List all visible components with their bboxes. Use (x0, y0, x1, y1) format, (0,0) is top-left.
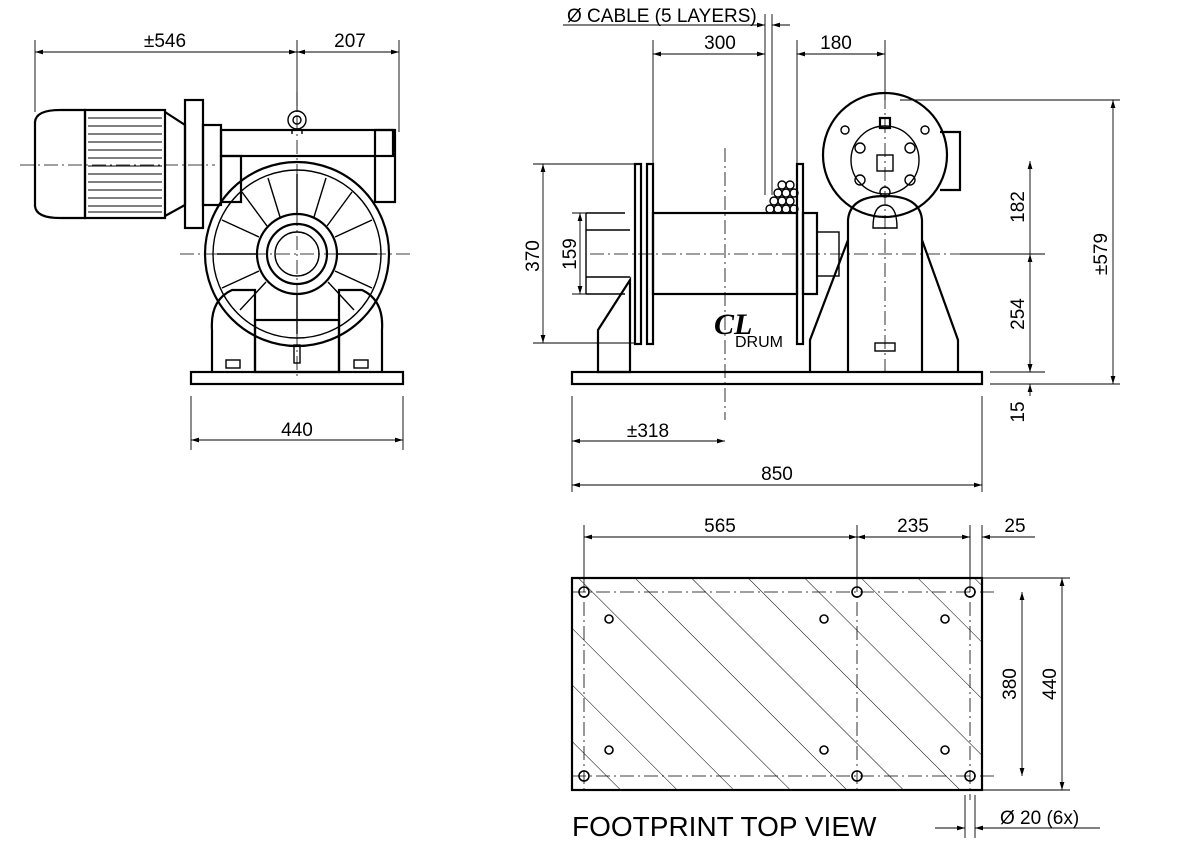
dim-height-flange: 370 (523, 240, 544, 272)
dim-base: 440 (281, 420, 313, 441)
dim-width-gear: 207 (334, 31, 366, 52)
footprint-plate (570, 576, 984, 792)
dim-total-height: ±579 (1091, 233, 1112, 275)
cable-label: Ø CABLE (5 LAYERS) (567, 6, 757, 27)
dim-c: 25 (1004, 516, 1025, 537)
dim-center: ±318 (627, 421, 669, 442)
centerline-symbol: CL (714, 308, 752, 341)
dim-outer: 440 (1040, 668, 1061, 700)
dim-width-motor: ±546 (144, 31, 186, 52)
front-view: Ø CABLE (5 LAYERS) 300 180 370 159 (523, 6, 1120, 492)
dim-inner: 380 (1000, 668, 1021, 700)
centerline-label: DRUM (735, 334, 783, 351)
gearbox-front (808, 91, 962, 375)
dim-drum: 300 (704, 33, 736, 54)
footprint-view: 565 235 25 380 440 Ø 20 (6x) FOOTPRINT T… (570, 516, 1100, 842)
hole-note: Ø 20 (6x) (1000, 808, 1079, 829)
footprint-title: FOOTPRINT TOP VIEW (572, 811, 877, 842)
dim-a: 565 (704, 516, 736, 537)
side-view: ±546 207 (20, 31, 410, 450)
dim-lower: 254 (1008, 298, 1029, 330)
dim-upper: 182 (1008, 191, 1029, 223)
motor (20, 98, 223, 230)
dim-drum-dia: 159 (560, 238, 581, 270)
base-plate-front (570, 370, 984, 386)
dim-b: 235 (897, 516, 929, 537)
dim-length: 850 (761, 464, 793, 485)
dim-flange: 180 (820, 33, 852, 54)
gearbox (180, 92, 410, 376)
base-plate (189, 370, 405, 386)
dim-base-thickness: 15 (1008, 401, 1029, 422)
cable-layers (765, 180, 799, 214)
